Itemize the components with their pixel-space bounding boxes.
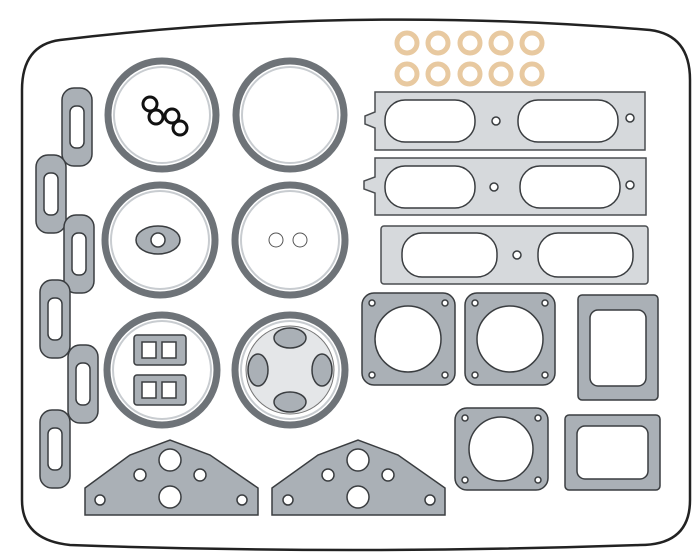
small-exhaust-gaskets: [35, 87, 99, 489]
large-o-ring: [20, 18, 692, 552]
small-seals: [268, 232, 308, 248]
turbo-gaskets: [133, 334, 187, 406]
cylinder-rings: [101, 57, 349, 429]
small-o-rings: [141, 95, 189, 137]
bottom-plate-gaskets: [84, 439, 446, 516]
flange-gasket: [135, 225, 181, 255]
copper-washers: [394, 30, 545, 87]
square-gaskets: [361, 292, 661, 491]
manifold-gaskets: [363, 91, 649, 285]
cross-gasket: [245, 325, 335, 415]
